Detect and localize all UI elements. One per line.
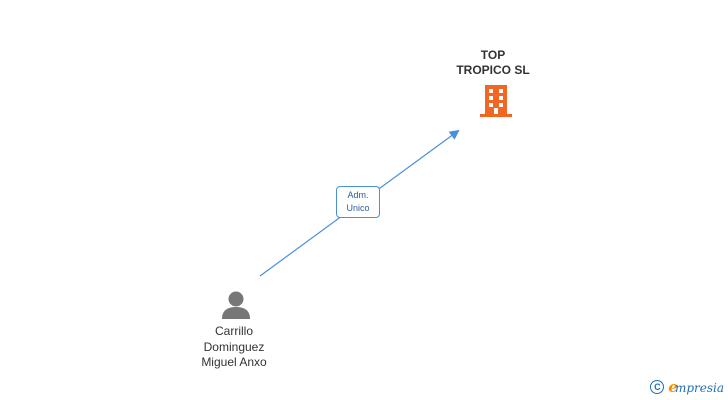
copyright-icon: C (650, 380, 665, 394)
building-icon[interactable] (479, 84, 513, 123)
company-name[interactable]: TOP TROPICO SL (433, 48, 553, 78)
company-name-line1: TOP (480, 48, 506, 62)
relation-label-line1: Adm. (347, 190, 369, 200)
brand-logo: empresia (668, 378, 724, 396)
person-name-line2: Dominguez (203, 339, 265, 354)
person-name[interactable]: Carrillo Dominguez Miguel Anxo (174, 324, 294, 371)
brand-logo-initial: e (668, 378, 678, 396)
company-name-line2: TROPICO SL (456, 63, 530, 77)
person-name-line3: Miguel Anxo (201, 355, 267, 369)
person-name-line1: Carrillo (214, 324, 253, 338)
person-icon[interactable] (221, 290, 251, 325)
footer-brand: C empresia (650, 378, 724, 396)
relation-label-line2: Unico (346, 203, 370, 213)
brand-logo-text: mpresia (674, 381, 724, 395)
relation-label[interactable]: Adm. Unico (336, 186, 380, 218)
